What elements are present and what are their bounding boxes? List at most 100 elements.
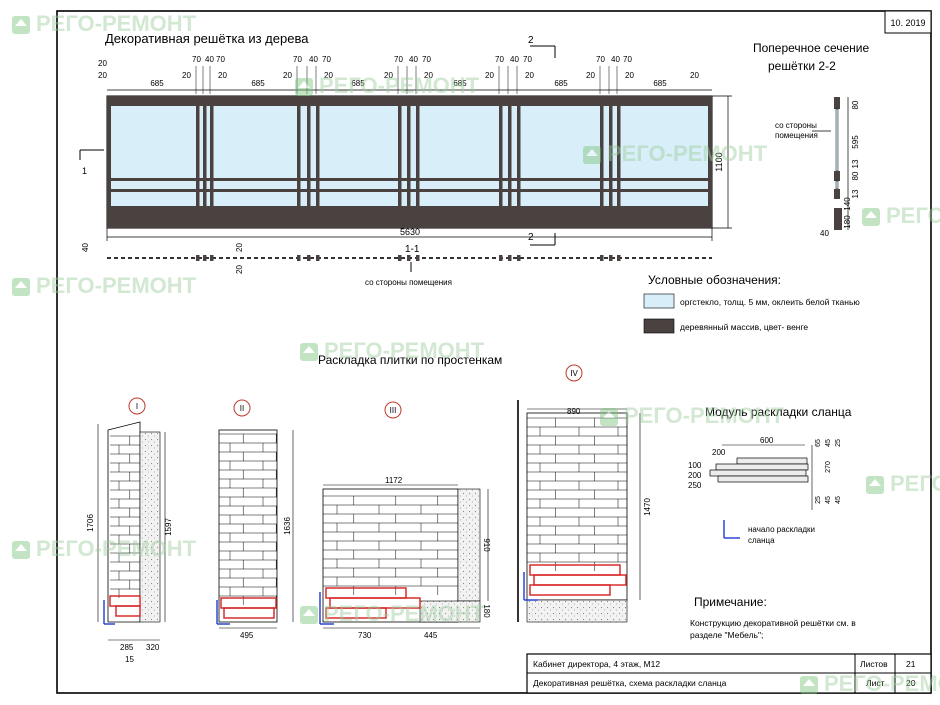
dim-gap-40: 40 <box>309 55 318 64</box>
title-block-row-1: Кабинет директора, 4 этаж, М12 <box>533 659 660 669</box>
house-icon <box>300 343 318 361</box>
legend-label-glass: оргстекло, толщ. 5 мм, оклеить белой тка… <box>680 297 860 307</box>
svg-text:45: 45 <box>835 496 842 504</box>
svg-text:IV: IV <box>570 369 578 378</box>
watermark-text: РЕГО-РЕМОНТ <box>890 471 940 496</box>
svg-text:25: 25 <box>815 496 822 504</box>
dim-gap-20: 20 <box>324 71 333 80</box>
svg-text:20: 20 <box>235 243 244 252</box>
watermark-text: РЕГО-РЕМОНТ <box>319 73 480 98</box>
svg-text:Лист: Лист <box>866 678 885 688</box>
wall-mark-3: III <box>384 401 402 419</box>
dim-gap-70: 70 <box>322 55 331 64</box>
note-title: Примечание: <box>694 595 767 609</box>
dim-gap-70: 70 <box>422 55 431 64</box>
grille-post <box>517 96 521 228</box>
grille-post <box>416 96 420 228</box>
svg-text:100: 100 <box>688 461 702 470</box>
house-icon <box>295 78 313 96</box>
note-line-2: разделе "Мебель"; <box>690 630 763 640</box>
svg-text:1470: 1470 <box>643 498 652 516</box>
watermark-text: РЕГО-РЕМОНТ <box>886 203 940 228</box>
grille-post <box>316 96 320 228</box>
house-icon <box>12 278 30 296</box>
svg-text:890: 890 <box>567 407 581 416</box>
dim-gap-40: 40 <box>611 55 620 64</box>
watermark-logo: РЕГО-РЕМОНТ <box>862 203 940 228</box>
dim-gap-20: 20 <box>218 71 227 80</box>
watermark-text: РЕГО-РЕМОНТ <box>624 403 785 428</box>
grille-plan <box>107 255 712 261</box>
grille-post <box>297 96 301 228</box>
dim-gap-70: 70 <box>596 55 605 64</box>
date-stamp: 10. 2019 <box>884 10 932 34</box>
house-icon <box>300 606 318 624</box>
svg-text:21: 21 <box>906 659 916 669</box>
grille-post <box>196 96 200 228</box>
title-block-row-2: Декоративная решётка, схема раскладки сл… <box>533 678 727 688</box>
svg-text:250: 250 <box>688 481 702 490</box>
watermark-logo: РЕГО-РЕМОНТ <box>300 338 485 363</box>
wall-4: 890 1470 <box>517 400 652 623</box>
grille-post <box>600 96 604 228</box>
grille-post <box>203 96 207 228</box>
watermark-logo: РЕГО-РЕМОНТ <box>866 471 940 496</box>
svg-text:40: 40 <box>820 229 829 238</box>
watermark-text: РЕГО-РЕМОНТ <box>324 601 485 626</box>
house-icon <box>800 676 818 694</box>
note-line-1: Конструкцию декоративной решётки см. в <box>690 618 856 628</box>
house-icon <box>862 208 880 226</box>
watermark-text: РЕГО-РЕМОНТ <box>36 536 197 561</box>
svg-text:180: 180 <box>843 215 852 229</box>
svg-text:45: 45 <box>825 496 832 504</box>
watermark-logo: РЕГО-РЕМОНТ <box>12 11 197 36</box>
house-icon <box>866 476 884 494</box>
dim-edge: 20 <box>98 59 107 68</box>
svg-text:730: 730 <box>358 631 372 640</box>
module-start-1: начало раскладки <box>748 525 815 534</box>
watermark-logo: РЕГО-РЕМОНТ <box>12 536 197 561</box>
legend-swatch-wood <box>643 318 675 334</box>
svg-text:II: II <box>240 404 244 413</box>
svg-text:15: 15 <box>125 655 134 664</box>
watermark-text: РЕГО-РЕМОНТ <box>36 273 197 298</box>
svg-text:80: 80 <box>851 171 860 180</box>
dim-gap-20: 20 <box>424 71 433 80</box>
section-cut-2-top: 2 <box>528 35 556 58</box>
svg-text:80: 80 <box>851 100 860 109</box>
watermark-logo: РЕГО-РЕМОНТ <box>600 403 785 428</box>
svg-text:13: 13 <box>851 189 860 198</box>
dim-gap-40: 40 <box>510 55 519 64</box>
svg-text:45: 45 <box>825 439 832 447</box>
svg-text:2: 2 <box>528 232 534 243</box>
svg-text:2: 2 <box>528 35 534 46</box>
svg-text:III: III <box>390 406 397 415</box>
svg-text:495: 495 <box>240 631 254 640</box>
svg-text:270: 270 <box>825 461 832 473</box>
dim-panel-width: 685 <box>251 79 265 88</box>
svg-text:200: 200 <box>712 448 726 457</box>
module-start-2: сланца <box>748 536 775 545</box>
section-cut-2-bottom: 2 <box>528 232 556 246</box>
house-icon <box>12 541 30 559</box>
watermark-logo: РЕГО-РЕМОНТ <box>295 73 480 98</box>
grille-post <box>499 96 503 228</box>
wall-3: 1172 910 180 730 445 <box>319 476 491 640</box>
title-block: Кабинет директора, 4 этаж, М12 Декоратив… <box>526 653 932 694</box>
grille-post <box>210 96 214 228</box>
wall-mark-1: I <box>128 397 146 415</box>
section22-room-2: помещения <box>775 131 818 140</box>
dim-gap-20: 20 <box>525 71 534 80</box>
svg-text:595: 595 <box>851 135 860 149</box>
grille-post <box>398 96 402 228</box>
dim-gap-70: 70 <box>293 55 302 64</box>
dim-gap-20: 20 <box>625 71 634 80</box>
svg-text:I: I <box>136 402 138 411</box>
legend-title: Условные обозначения: <box>648 273 781 287</box>
svg-text:1706: 1706 <box>86 514 95 532</box>
section22-profile <box>834 97 849 230</box>
date-text: 10. 2019 <box>890 18 925 28</box>
section22-room-1: со стороны <box>775 121 817 130</box>
svg-text:20: 20 <box>906 678 916 688</box>
